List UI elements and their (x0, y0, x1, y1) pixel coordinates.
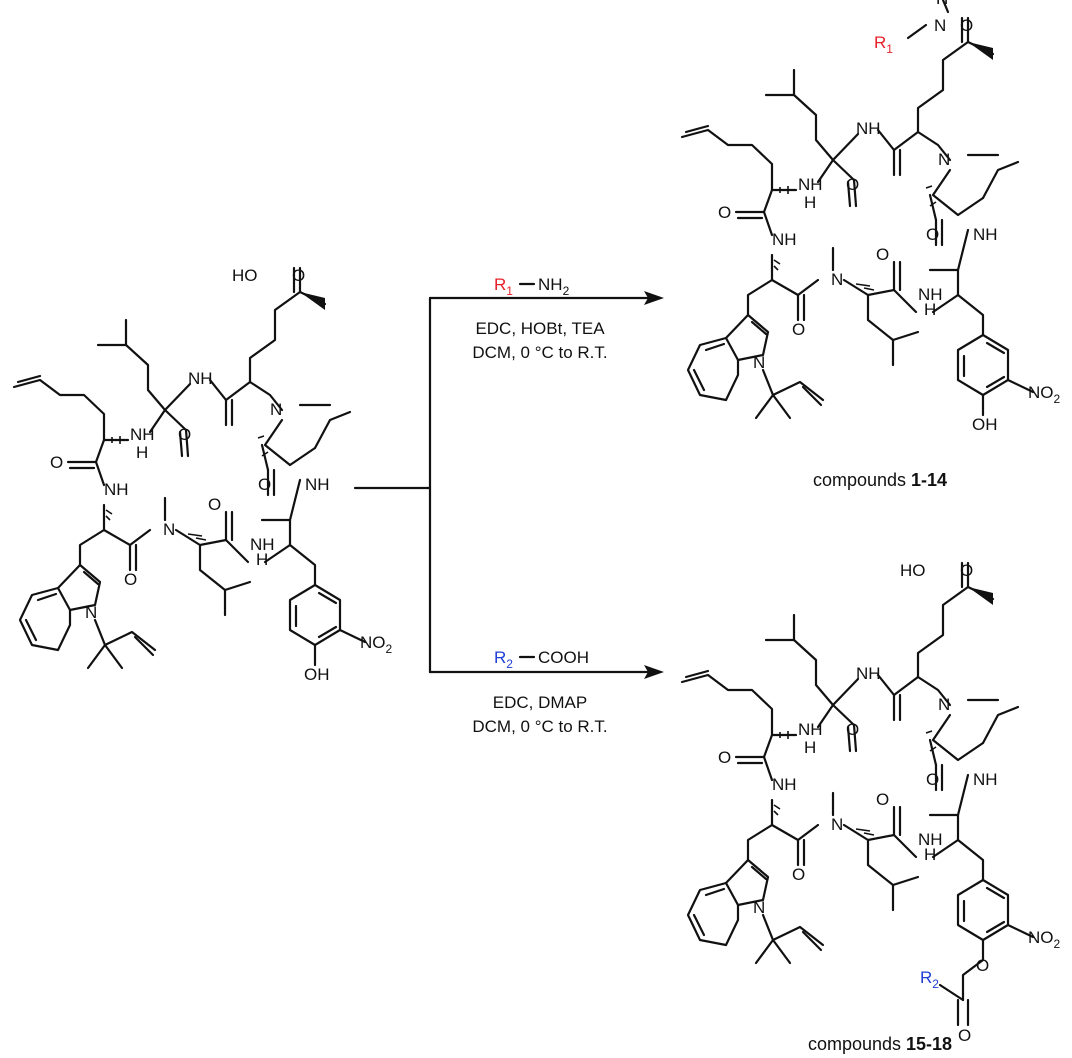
label-o: O (976, 956, 989, 975)
label-nh: NH (856, 119, 881, 138)
label-h: H (256, 550, 268, 569)
label-n: N (163, 520, 175, 539)
label-h: H (804, 193, 816, 212)
label-o: O (792, 320, 805, 339)
label-o: O (876, 790, 889, 809)
label-o: O (292, 266, 305, 285)
label-nh: NH (772, 230, 797, 249)
label-h: H (924, 300, 936, 319)
reagents-bottom: R2 COOH EDC, DMAP DCM, 0 °C to R.T. (472, 648, 607, 736)
label-o: O (960, 16, 973, 35)
label-n: N (831, 815, 843, 834)
label-o: O (178, 425, 191, 444)
label-o: O (124, 570, 137, 589)
label-o: O (792, 865, 805, 884)
reagent-cooh: COOH (538, 648, 589, 667)
caption-compounds-1-14: compounds 1-14 (813, 470, 947, 490)
label-h: H (924, 845, 936, 864)
label-nh: NH (856, 664, 881, 683)
label-h: H (804, 738, 816, 757)
label-nh: NH (798, 720, 823, 739)
label-ho: HO (232, 266, 258, 285)
label-nh: NH (973, 225, 998, 244)
label-nh: NH (798, 175, 823, 194)
label-o: O (926, 770, 939, 789)
label-o: O (208, 495, 221, 514)
label-h: H (136, 443, 148, 462)
label-nh: NH (918, 285, 943, 304)
label-r2: R2 (920, 968, 939, 991)
label-n: N (753, 898, 765, 917)
label-n: N (938, 150, 950, 169)
label-n: N (938, 695, 950, 714)
label-nh: NH (772, 775, 797, 794)
reagent-r1-amine: R1 (494, 275, 513, 298)
product-amide: H R1 N O NH N O NH H O NH O NH O N NH H … (680, 0, 1061, 434)
reagents-top: R1 NH2 EDC, HOBt, TEA DCM, 0 °C to R.T. (472, 275, 607, 362)
label-nh: NH (250, 535, 275, 554)
product-ester: R2 O O HO O NH N O NH H O NH O NH O N NH… (680, 561, 1061, 1045)
label-o: O (876, 245, 889, 264)
label-o: O (846, 720, 859, 739)
reagent-r2-acid: R2 (494, 648, 513, 671)
reagent-bottom-line2: DCM, 0 °C to R.T. (472, 717, 607, 736)
label-o: O (258, 475, 271, 494)
label-n: N (85, 603, 97, 622)
label-n-amide: N (934, 16, 946, 35)
label-nh: NH (305, 475, 330, 494)
reagent-top-line1: EDC, HOBt, TEA (475, 319, 605, 338)
label-nh-amide: H (936, 0, 948, 8)
label-no2: NO2 (1028, 383, 1061, 406)
caption-compounds-15-18: compounds 15-18 (808, 1034, 952, 1054)
label-r1: R1 (874, 33, 893, 56)
reagent-top-line2: DCM, 0 °C to R.T. (472, 343, 607, 362)
label-nh: NH (973, 770, 998, 789)
reagent-nh2: NH2 (538, 275, 570, 298)
label-n: N (270, 400, 282, 419)
label-no2: NO2 (1028, 928, 1061, 951)
reagent-bottom-line1: EDC, DMAP (493, 693, 587, 712)
label-ho: HO (900, 561, 926, 580)
starting-material: HO O NH N O NH H O NH O NH O N NH H O N … (12, 266, 393, 684)
label-n: N (831, 270, 843, 289)
label-nh: NH (104, 480, 129, 499)
label-o: O (960, 561, 973, 580)
label-oh: OH (972, 415, 998, 434)
label-no2: NO2 (360, 633, 393, 656)
label-o: O (846, 175, 859, 194)
label-nh: NH (130, 425, 155, 444)
label-o: O (718, 748, 731, 767)
label-nh: NH (188, 369, 213, 388)
label-oh: OH (304, 665, 330, 684)
label-nh: NH (918, 830, 943, 849)
label-n: N (753, 353, 765, 372)
reaction-arrows (353, 291, 664, 679)
label-o: O (718, 203, 731, 222)
label-o: O (958, 1026, 971, 1045)
label-o: O (926, 225, 939, 244)
label-o: O (50, 453, 63, 472)
